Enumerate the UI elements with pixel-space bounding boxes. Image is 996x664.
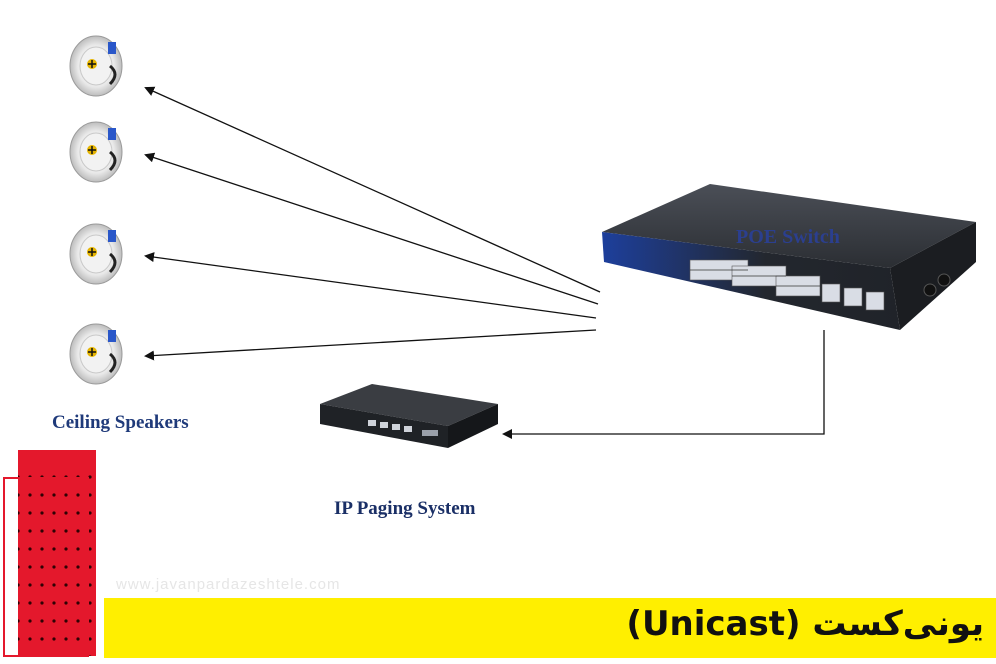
- ceiling-speaker-icon: [69, 223, 123, 285]
- ceiling-speaker-icon: [69, 323, 123, 385]
- arrow-to-paging-system: [502, 330, 825, 439]
- arrow-to-speaker-4: [144, 329, 597, 361]
- watermark: www.javanpardazeshtele.com: [116, 576, 341, 593]
- ceiling-speaker-icon: [69, 35, 123, 97]
- ip-paging-device-icon: [320, 384, 498, 448]
- arrow-to-speaker-3: [144, 252, 597, 319]
- poe-switch-icon: [602, 184, 976, 330]
- arrow-to-speaker-2: [144, 152, 599, 305]
- decorative-red-block: [3, 450, 96, 657]
- arrow-to-speaker-1: [144, 86, 601, 293]
- ceiling-speaker-icon: [69, 121, 123, 183]
- ceiling-speakers-label: Ceiling Speakers: [52, 412, 189, 433]
- ip-paging-system-label: IP Paging System: [334, 498, 476, 519]
- title-banner: یونی‌کست (Unicast): [104, 598, 996, 658]
- page-title: یونی‌کست (Unicast): [626, 604, 984, 644]
- poe-switch-label: POE Switch: [736, 226, 840, 248]
